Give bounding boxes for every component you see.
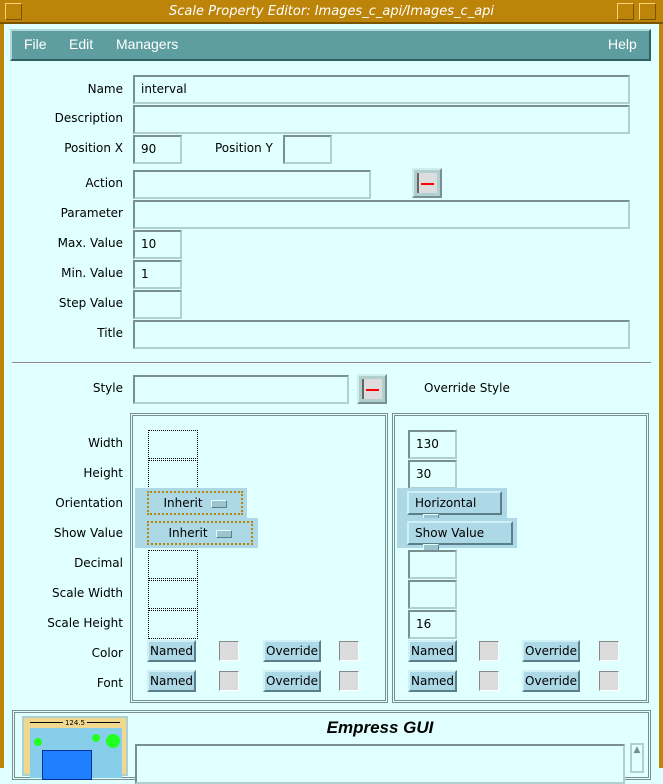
name-label: Name [87,82,123,96]
menu-file[interactable]: File [24,36,47,52]
list-icon [417,173,437,193]
width-label: Width [88,436,123,450]
inherit-font-override-button[interactable]: Override [263,670,321,692]
override-panel [392,413,649,703]
inherit-orientation-row: Inherit [135,488,247,518]
override-height-input[interactable]: 30 [408,460,457,489]
max-value-label: Max. Value [57,236,123,250]
override-scale-height-input[interactable]: 16 [408,610,457,639]
inherit-color-named-button[interactable]: Named [147,640,196,662]
inherit-show-value-value: Inherit [168,526,208,540]
description-input[interactable] [133,105,630,134]
decimal-label: Decimal [74,556,123,570]
menu-bar: File Edit Managers Help [10,29,651,61]
override-color-override-swatch[interactable] [599,641,619,661]
max-value-input[interactable]: 10 [133,230,182,259]
position-x-input[interactable]: 90 [133,135,182,164]
maximize-button[interactable] [639,3,656,20]
option-menu-icon [215,529,232,538]
inherit-width-input[interactable] [148,430,198,459]
title-input[interactable] [133,320,630,349]
title-bar[interactable]: Scale Property Editor: Images_c_api/Imag… [0,0,663,24]
override-scale-width-input[interactable] [408,580,457,609]
show-value-label: Show Value [53,526,123,540]
inherit-scale-width-input[interactable] [148,580,198,609]
message-area[interactable] [135,744,625,784]
inherit-orientation-value: Inherit [163,496,203,510]
position-y-label: Position Y [215,141,273,155]
description-label: Description [54,111,123,125]
style-list-button[interactable] [357,374,387,404]
name-input[interactable]: interval [133,75,630,104]
min-value-input[interactable]: 1 [133,260,182,289]
step-value-input[interactable] [133,290,182,319]
window-menu-button[interactable] [5,3,22,20]
override-width-input[interactable]: 130 [408,430,457,459]
inherit-font-named-swatch[interactable] [219,671,239,691]
override-show-value-row: Show Value [397,518,517,552]
inherit-color-override-button[interactable]: Override [263,640,321,662]
logo-dim-x: 124.5 [62,719,88,727]
scale-height-label: Scale Height [47,616,123,630]
scrollbar[interactable]: ▲ [630,743,644,773]
step-value-label: Step Value [58,296,123,310]
inherit-font-named-button[interactable]: Named [147,670,196,692]
min-value-label: Min. Value [61,266,123,280]
inherit-color-override-swatch[interactable] [339,641,359,661]
menu-edit[interactable]: Edit [69,36,94,52]
parameter-input[interactable] [133,200,630,229]
override-font-named-swatch[interactable] [479,671,499,691]
position-y-input[interactable] [283,135,332,164]
font-label: Font [96,676,123,690]
menu-help[interactable]: Help [608,36,637,52]
override-show-value-menu[interactable]: Show Value [407,521,513,552]
override-color-override-button[interactable]: Override [522,640,580,662]
divider [12,362,651,364]
style-label: Style [92,381,123,395]
override-font-override-swatch[interactable] [599,671,619,691]
window-frame [0,0,663,768]
menu-managers[interactable]: Managers [116,36,179,52]
option-menu-icon [210,499,227,508]
inherit-color-named-swatch[interactable] [219,641,239,661]
minimize-button[interactable] [617,3,634,20]
inherit-font-override-swatch[interactable] [339,671,359,691]
override-decimal-input[interactable] [408,550,457,579]
override-show-value-value: Show Value [415,526,485,540]
override-orientation-value: Horizontal [415,496,477,510]
override-orientation-menu[interactable]: Horizontal [407,491,502,522]
override-color-named-swatch[interactable] [479,641,499,661]
empress-logo: 124.5 [22,716,128,780]
action-label: Action [85,176,123,190]
orientation-label: Orientation [55,496,123,510]
color-label: Color [91,646,123,660]
inherit-height-input[interactable] [148,460,198,489]
override-font-override-button[interactable]: Override [522,670,580,692]
window-title: Scale Property Editor: Images_c_api/Imag… [168,4,495,19]
position-x-label: Position X [64,141,123,155]
style-input[interactable] [133,375,349,404]
height-label: Height [83,466,123,480]
action-list-button[interactable] [412,168,442,198]
override-orientation-row: Horizontal [397,488,507,522]
inherit-scale-height-input[interactable] [148,610,198,639]
inherit-show-value-row: Inherit [135,518,258,548]
title-label: Title [97,326,123,340]
scale-width-label: Scale Width [52,586,123,600]
inherit-panel [130,413,388,703]
inherit-orientation-menu[interactable]: Inherit [147,491,243,515]
inherit-show-value-menu[interactable]: Inherit [147,521,253,545]
scroll-up-icon[interactable]: ▲ [633,745,641,755]
override-color-named-button[interactable]: Named [408,640,457,662]
override-style-label: Override Style [424,381,510,395]
footer-title: Empress GUI [326,718,434,737]
inherit-decimal-input[interactable] [148,550,198,579]
parameter-label: Parameter [60,206,123,220]
override-font-named-button[interactable]: Named [408,670,457,692]
list-icon [362,379,382,399]
action-input[interactable] [133,170,371,199]
